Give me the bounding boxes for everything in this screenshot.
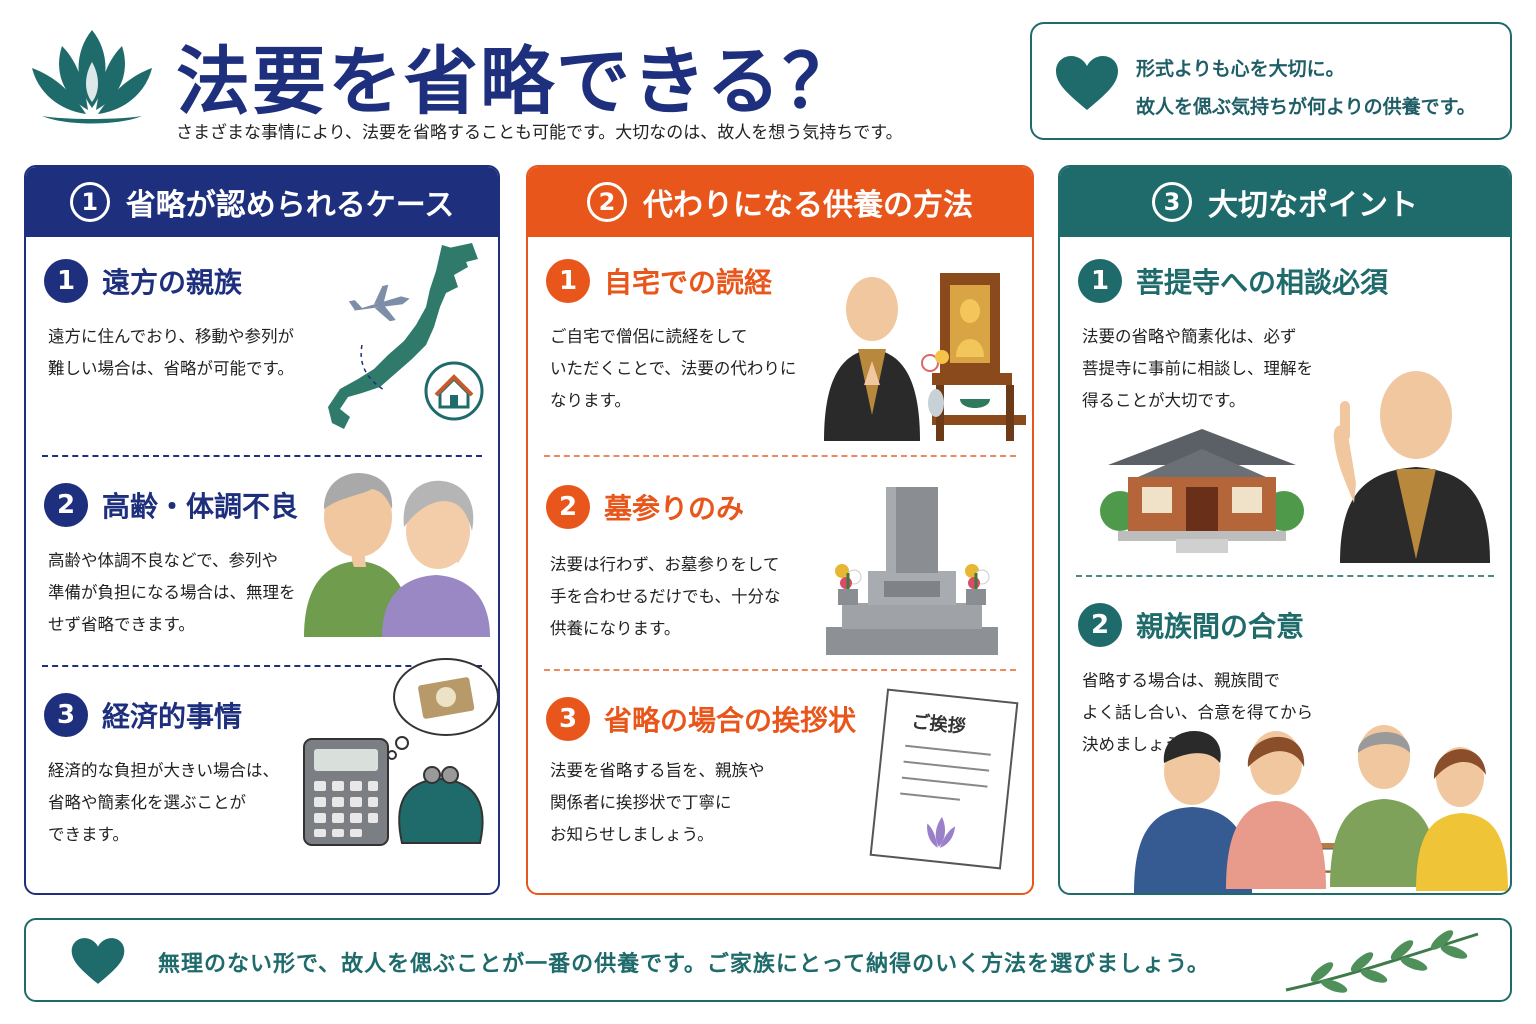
item-description: ご自宅で僧侶に読経をして いただくことで、法要の代わりに なります。 bbox=[550, 327, 797, 410]
elderly-couple-icon bbox=[304, 473, 490, 637]
item-description: 法要の省略や簡素化は、必ず 菩提寺に事前に相談し、理解を 得ることが大切です。 bbox=[1082, 327, 1313, 410]
column-points: 3 大切なポイント 1 菩提寺への相談必須 法要の省略や簡素化は、必ず 菩提寺に… bbox=[1058, 165, 1512, 895]
monk-altar-icon bbox=[824, 273, 1026, 441]
item-title: 高齢・体調不良 bbox=[102, 490, 299, 523]
gravestone-icon bbox=[826, 487, 998, 655]
column-alternatives: 2 代わりになる供養の方法 1 自宅での読経 ご自宅で僧侶に読経をして いただく… bbox=[526, 165, 1034, 895]
item-description: 省略する場合は、親族間で よく話し合い、合意を得てから 決めましょう。 bbox=[1082, 671, 1313, 754]
column-title: 代わりになる供養の方法 bbox=[643, 188, 973, 223]
column-header: 1 省略が認められるケース bbox=[26, 167, 498, 237]
item-badge: 1 bbox=[44, 259, 88, 303]
greeting-letter-icon: ご挨拶 bbox=[869, 688, 1019, 870]
leaf-branch-icon bbox=[1285, 930, 1479, 993]
lotus-icon bbox=[927, 817, 956, 848]
item-title: 遠方の親族 bbox=[102, 266, 243, 299]
separator bbox=[42, 455, 482, 457]
item-badge: 2 bbox=[1078, 603, 1122, 647]
column-number: 1 bbox=[69, 182, 110, 222]
item-title: 経済的事情 bbox=[102, 700, 243, 733]
footer-message-box: 無理のない形で、故人を偲ぶことが一番の供養です。ご家族にとって納得のいく方法を選… bbox=[24, 918, 1512, 1002]
column-header: 3 大切なポイント bbox=[1060, 167, 1510, 237]
column-title: 省略が認められるケース bbox=[125, 188, 455, 223]
item-badge: 2 bbox=[546, 485, 590, 529]
item-title: 省略の場合の挨拶状 bbox=[604, 704, 857, 737]
page-title: 法要を省略できる？ bbox=[176, 39, 859, 125]
separator bbox=[544, 455, 1016, 457]
japan-map-airplane-icon bbox=[328, 243, 484, 429]
separator bbox=[42, 665, 482, 667]
separator bbox=[1076, 575, 1494, 577]
item-badge: 1 bbox=[1078, 259, 1122, 303]
item-title: 墓参りのみ bbox=[604, 492, 745, 525]
item-badge: 2 bbox=[44, 483, 88, 527]
message-box: 形式よりも心を大切に。 故人を偲ぶ気持ちが何よりの供養です。 bbox=[1030, 22, 1512, 140]
page-subtitle: さまざまな事情により、法要を省略することも可能です。大切なのは、故人を想う気持ち… bbox=[176, 123, 903, 143]
item-description: 法要は行わず、お墓参りをして 手を合わせるだけでも、十分な 供養になります。 bbox=[550, 555, 781, 638]
item-title: 親族間の合意 bbox=[1136, 610, 1305, 643]
calculator-purse-icon bbox=[303, 658, 498, 846]
column-title: 大切なポイント bbox=[1208, 188, 1418, 223]
separator bbox=[544, 669, 1016, 671]
message-line-1: 形式よりも心を大切に。 bbox=[1136, 58, 1345, 80]
monk-pointing-icon bbox=[1333, 371, 1490, 563]
lotus-logo-icon bbox=[32, 30, 152, 124]
family-discussion-icon bbox=[1134, 725, 1508, 893]
item-description: 高齢や体調不良などで、参列や 準備が負担になる場合は、無理を せず省略できます。 bbox=[48, 551, 296, 634]
item-badge: 3 bbox=[44, 693, 88, 737]
column-cases: 1 省略が認められるケース 1 遠方の親族 遠方に住んでおり、移動や参列が 難し… bbox=[24, 165, 500, 895]
heart-icon bbox=[71, 938, 125, 984]
item-title: 菩提寺への相談必須 bbox=[1136, 266, 1389, 299]
item-description: 法要を省略する旨を、親族や 関係者に挨拶状で丁寧に お知らせしましょう。 bbox=[550, 761, 765, 844]
item-description: 経済的な負担が大きい場合は、 省略や簡素化を選ぶことが できます。 bbox=[48, 761, 279, 844]
item-badge: 3 bbox=[546, 697, 590, 741]
column-number: 2 bbox=[587, 182, 627, 222]
item-title: 自宅での読経 bbox=[604, 266, 773, 299]
footer-text: 無理のない形で、故人を偲ぶことが一番の供養です。ご家族にとって納得のいく方法を選… bbox=[158, 952, 1210, 977]
heart-icon bbox=[1056, 56, 1118, 110]
column-header: 2 代わりになる供養の方法 bbox=[528, 167, 1032, 237]
temple-icon bbox=[1100, 429, 1304, 553]
column-number: 3 bbox=[1152, 182, 1192, 222]
message-line-2: 故人を偲ぶ気持ちが何よりの供養です。 bbox=[1136, 96, 1476, 118]
item-description: 遠方に住んでおり、移動や参列が 難しい場合は、省略が可能です。 bbox=[48, 327, 295, 378]
letter-label: ご挨拶 bbox=[910, 711, 967, 738]
item-badge: 1 bbox=[546, 259, 590, 303]
